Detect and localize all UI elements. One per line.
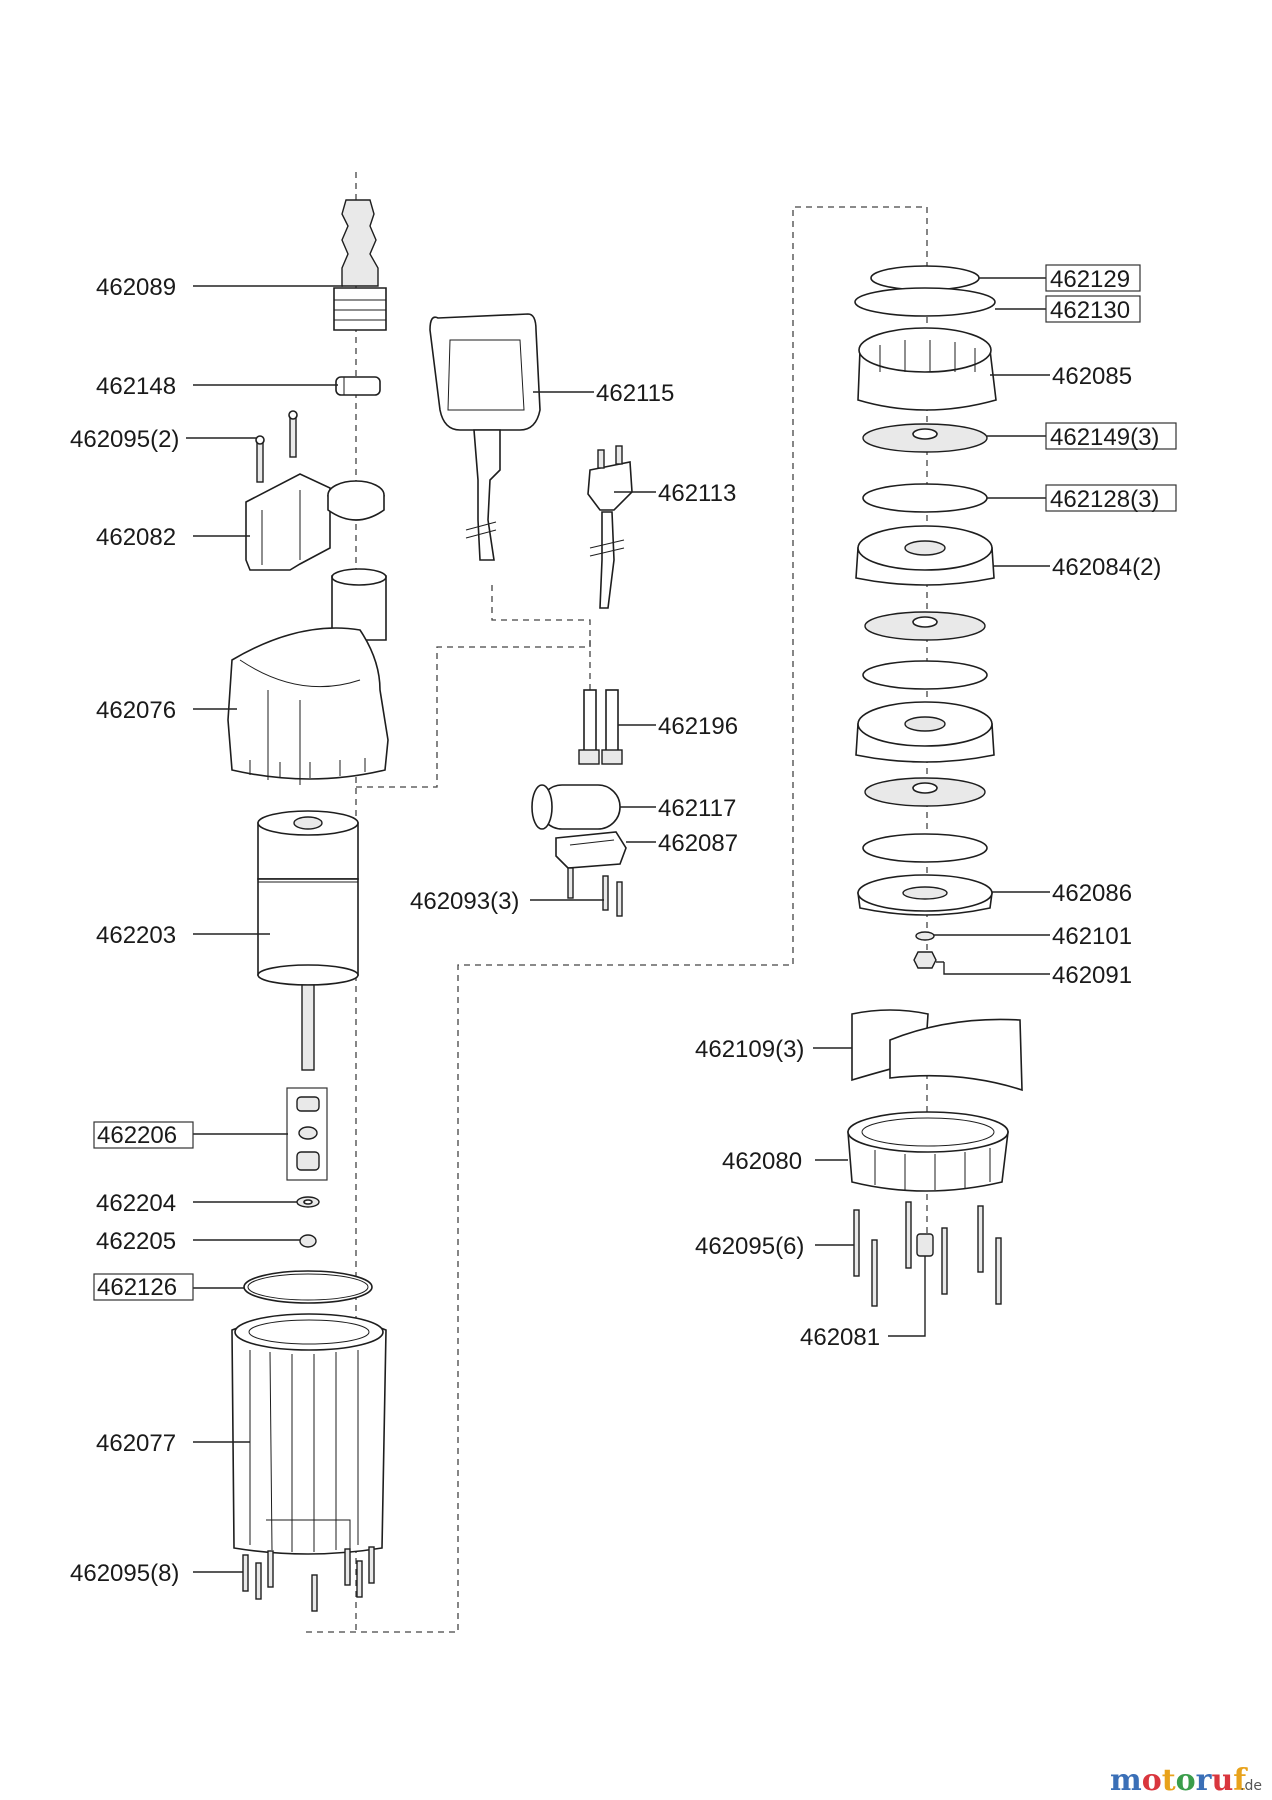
part-label: 462089 xyxy=(96,274,176,301)
nut-part xyxy=(299,1234,317,1248)
part-label: 462093(3) xyxy=(410,888,519,915)
svg-text:motoruf: motoruf xyxy=(1110,1763,1248,1798)
housing-screws-part xyxy=(242,1546,375,1612)
part-label: 462081 xyxy=(800,1324,880,1351)
bottom-diffuser-part xyxy=(857,874,993,916)
diffuser-part xyxy=(855,525,995,586)
upper-housing-part xyxy=(227,568,389,785)
pump-base-part xyxy=(847,1111,1009,1192)
motor-part xyxy=(257,810,359,1071)
impeller-part xyxy=(862,423,988,453)
hose-connector-part xyxy=(333,199,387,331)
large-o-ring-part xyxy=(854,287,996,317)
part-label: 462095(8) xyxy=(70,1560,179,1587)
pump-nut-part xyxy=(913,951,937,969)
part-label: 462196 xyxy=(658,713,738,740)
part-label: 462084(2) xyxy=(1052,554,1161,581)
part-label: 462204 xyxy=(96,1190,176,1217)
label-boxes xyxy=(93,264,1177,1301)
capacitor-part xyxy=(531,784,621,830)
mains-plug-part xyxy=(587,445,633,609)
capacitor-clamp-part xyxy=(555,831,627,869)
switch-holder-part xyxy=(245,473,385,571)
part-label: 462095(2) xyxy=(70,426,179,453)
second-diffuser-part xyxy=(855,701,995,763)
lower-housing-part xyxy=(231,1313,387,1555)
clamp-screws-part xyxy=(567,867,623,917)
pump-washer-part xyxy=(915,931,935,941)
part-label: 462109(3) xyxy=(695,1036,804,1063)
part-label: 462077 xyxy=(96,1430,176,1457)
small-screws-part xyxy=(255,410,298,483)
part-labels: 462089 462148 462095(2) 462082 462076 46… xyxy=(70,266,1161,1587)
part-label: 462095(6) xyxy=(695,1233,804,1260)
second-stage-ring-part xyxy=(862,660,988,690)
cable-gland-part xyxy=(578,689,623,765)
washer-part xyxy=(296,1196,320,1208)
part-label: 462085 xyxy=(1052,363,1132,390)
part-label: 462149(3) xyxy=(1050,424,1159,451)
part-label: 462206 xyxy=(97,1122,177,1149)
base-valve-part xyxy=(916,1233,934,1257)
part-label: 462080 xyxy=(722,1148,802,1175)
part-label: 462126 xyxy=(97,1274,177,1301)
part-label: 462076 xyxy=(96,697,176,724)
part-label: 462130 xyxy=(1050,297,1130,324)
part-label: 462117 xyxy=(658,795,736,822)
part-label: 462091 xyxy=(1052,962,1132,989)
part-label: 462148 xyxy=(96,373,176,400)
seal-ring-part xyxy=(335,376,381,396)
base-screws-part xyxy=(853,1201,1002,1307)
strainer-segment-part xyxy=(851,1009,1023,1092)
stage-o-ring-part xyxy=(862,483,988,513)
part-label: 462128(3) xyxy=(1050,486,1159,513)
part-label: 462087 xyxy=(658,830,738,857)
upper-o-ring-part xyxy=(870,265,980,291)
part-label: 462115 xyxy=(596,380,674,407)
motoruf-watermark-logo: motoruf .de xyxy=(1110,1763,1262,1798)
part-label: 462113 xyxy=(658,480,736,507)
pump-top-part xyxy=(857,327,997,411)
part-label: 462129 xyxy=(1050,266,1130,293)
bearing-set-part xyxy=(286,1087,328,1181)
leader-lines xyxy=(186,277,1050,1573)
part-label: 462101 xyxy=(1052,923,1132,950)
o-ring-part xyxy=(243,1270,373,1304)
third-impeller-part xyxy=(864,777,986,807)
part-label: 462205 xyxy=(96,1228,176,1255)
part-label: 462203 xyxy=(96,922,176,949)
part-label: 462082 xyxy=(96,524,176,551)
float-switch-part xyxy=(429,313,541,561)
second-impeller-part xyxy=(864,611,986,641)
part-label: 462086 xyxy=(1052,880,1132,907)
third-stage-ring-part xyxy=(862,833,988,863)
watermark-suffix: .de xyxy=(1240,1778,1262,1794)
